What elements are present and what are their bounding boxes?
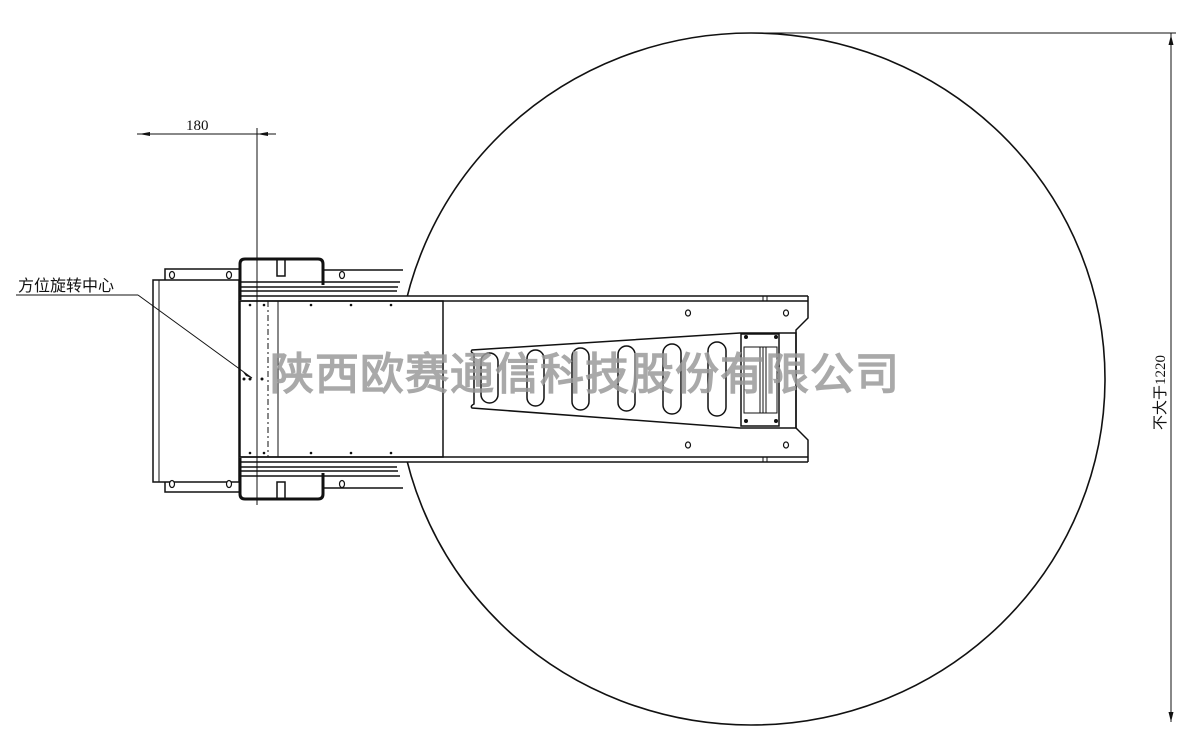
motor-housing: [152, 268, 240, 493]
diameter-dimension-text: 不大于1220: [1152, 355, 1169, 430]
bearing-block-bottom: [238, 458, 403, 501]
offset-dimension: 180: [137, 118, 276, 505]
tapered-plate: [470, 332, 797, 429]
offset-dimension-text: 180: [186, 118, 209, 134]
rotation-center-callout: 方位旋转中心: [16, 276, 264, 381]
company-watermark: 陕西欧赛通信科技股份有限公司: [270, 349, 900, 400]
diameter-dimension: 不大于1220: [760, 32, 1176, 722]
arm-frame: [239, 295, 809, 463]
bearing-block-top: [238, 257, 403, 300]
plate-slots: [480, 341, 727, 417]
rotation-center-label: 方位旋转中心: [18, 276, 114, 295]
